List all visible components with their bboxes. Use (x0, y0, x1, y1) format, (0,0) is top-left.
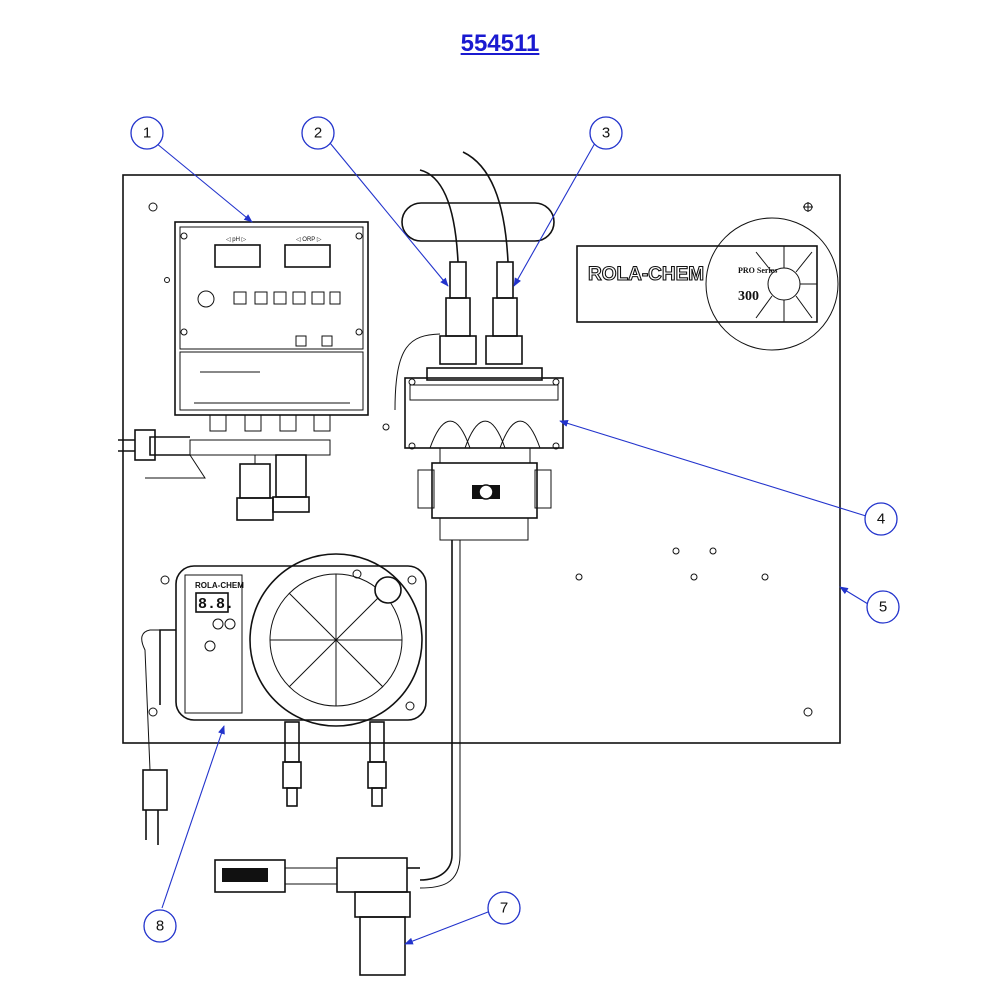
pump-brand: ROLA-CHEM (195, 581, 244, 590)
svg-text:1: 1 (143, 125, 151, 142)
svg-text:2: 2 (314, 125, 322, 142)
logo-text: ROLA-CHEM (588, 264, 704, 285)
pump-display: 8.8. (198, 596, 234, 613)
drawing-title: 554511 (460, 30, 540, 57)
svg-text:5: 5 (879, 599, 887, 616)
logo-series: PRO Series (738, 266, 777, 275)
leader-lines (155, 142, 869, 945)
probes (394, 151, 523, 411)
svg-text:◁ ORP ▷: ◁ ORP ▷ (296, 237, 322, 243)
mounting-holes (148, 202, 813, 717)
peristaltic-pump: ROLA-CHEM 8.8. (141, 553, 427, 845)
backboard-panel (122, 174, 841, 744)
svg-text:◁ pH ▷: ◁ pH ▷ (226, 237, 247, 243)
svg-text:3: 3 (602, 125, 610, 142)
callout-4: 4 (864, 502, 898, 536)
injection-assembly (214, 857, 420, 976)
controller-unit: ◁ pH ▷ ◁ ORP ▷ (118, 221, 369, 521)
cable-slot (401, 202, 555, 242)
callout-5: 5 (866, 590, 900, 624)
callout-8: 8 (143, 909, 177, 943)
flow-cell (404, 367, 564, 541)
callout-7: 7 (487, 891, 521, 925)
svg-text:4: 4 (877, 511, 885, 528)
svg-text:7: 7 (500, 900, 508, 917)
logo-model: 300 (738, 289, 759, 304)
logo-plate: ROLA-CHEM PRO Series 300 (576, 217, 839, 351)
callout-1: 1 (130, 116, 164, 150)
svg-text:8: 8 (156, 918, 164, 935)
callout-3: 3 (589, 116, 623, 150)
sample-tubing (419, 540, 453, 881)
callout-2: 2 (301, 116, 335, 150)
